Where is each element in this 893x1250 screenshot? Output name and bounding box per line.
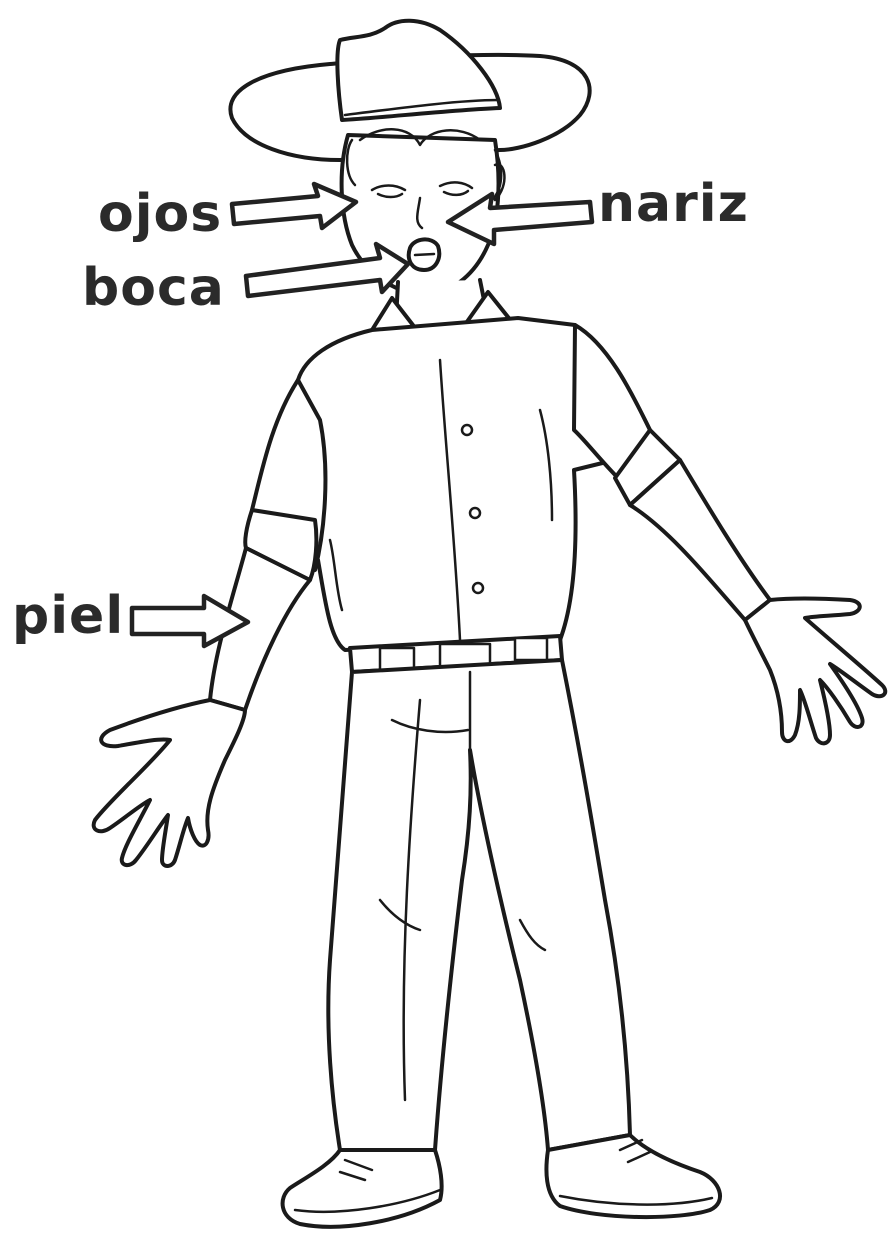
- pants: [328, 660, 630, 1150]
- left-shoe: [283, 1150, 442, 1227]
- label-boca: boca: [82, 262, 225, 314]
- label-piel: piel: [12, 590, 124, 642]
- label-nariz: nariz: [598, 178, 749, 230]
- right-shoe: [546, 1135, 720, 1217]
- label-ojos: ojos: [98, 188, 222, 240]
- arrow-boca: [246, 244, 408, 296]
- arrow-ojos: [232, 184, 356, 228]
- right-arm: [574, 325, 885, 743]
